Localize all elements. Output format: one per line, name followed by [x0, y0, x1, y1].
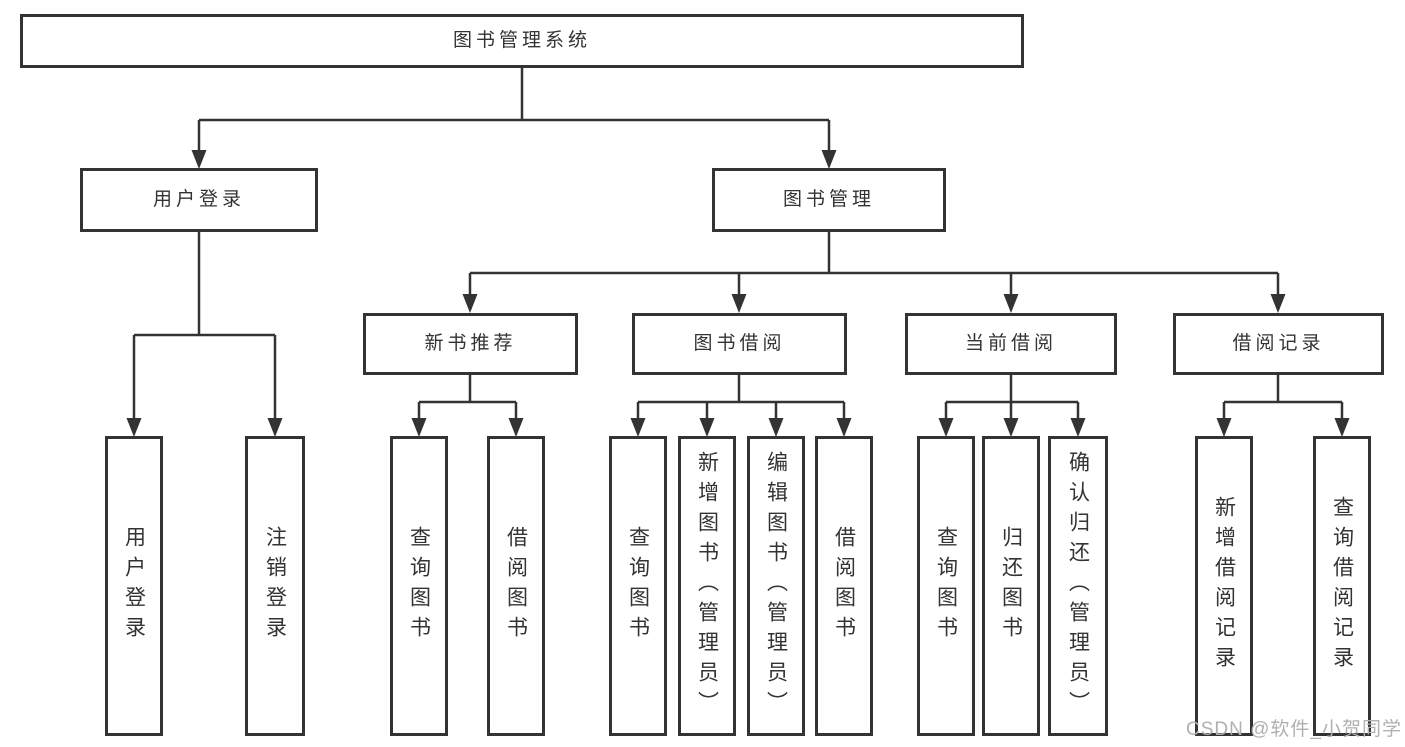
leaf-confirm-return-admin: 确认归还（管理员） — [1048, 436, 1108, 736]
arrowheads-level2 — [191, 150, 837, 169]
arrowheads-current-borrow-leaves — [938, 418, 1086, 437]
leaf-add-borrow-record: 新增借阅记录 — [1195, 436, 1253, 736]
node-system-root: 图书管理系统 — [20, 14, 1024, 68]
node-user-login: 用户登录 — [80, 168, 318, 232]
arrowheads-book-borrow-leaves — [630, 418, 852, 437]
leaf-query-books-recommend: 查询图书 — [390, 436, 448, 736]
node-new-book-recommend: 新书推荐 — [363, 313, 578, 375]
leaf-query-books-borrow: 查询图书 — [609, 436, 667, 736]
arrowheads-user-login-leaves — [126, 418, 283, 437]
leaf-add-book-admin: 新增图书（管理员） — [678, 436, 736, 736]
connector-current-borrow-to-leaves — [944, 375, 1080, 418]
node-current-borrow: 当前借阅 — [905, 313, 1117, 375]
leaf-query-borrow-record: 查询借阅记录 — [1313, 436, 1371, 736]
arrowheads-new-book-recommend-leaves — [411, 418, 524, 437]
node-book-management: 图书管理 — [712, 168, 946, 232]
leaf-edit-book-admin: 编辑图书（管理员） — [747, 436, 805, 736]
leaf-logout: 注销登录 — [245, 436, 305, 736]
leaf-return-book: 归还图书 — [982, 436, 1040, 736]
connector-new-book-recommend-to-leaves — [417, 375, 518, 418]
node-book-borrow: 图书借阅 — [632, 313, 847, 375]
connector-book-borrow-to-leaves — [636, 375, 846, 418]
connector-root-to-level2 — [197, 68, 831, 150]
arrowheads-level3 — [462, 294, 1286, 313]
leaf-query-books-current: 查询图书 — [917, 436, 975, 736]
connector-user-login-to-leaves — [132, 232, 277, 418]
leaf-user-login: 用户登录 — [105, 436, 163, 736]
leaf-borrow-books-borrow: 借阅图书 — [815, 436, 873, 736]
csdn-watermark: CSDN @软件_小贺同学 — [1186, 719, 1402, 740]
connector-borrow-records-to-leaves — [1222, 375, 1344, 418]
connector-book-management-to-level3 — [468, 232, 1280, 294]
arrowheads-borrow-records-leaves — [1216, 418, 1350, 437]
leaf-borrow-books-recommend: 借阅图书 — [487, 436, 545, 736]
node-borrow-records: 借阅记录 — [1173, 313, 1384, 375]
